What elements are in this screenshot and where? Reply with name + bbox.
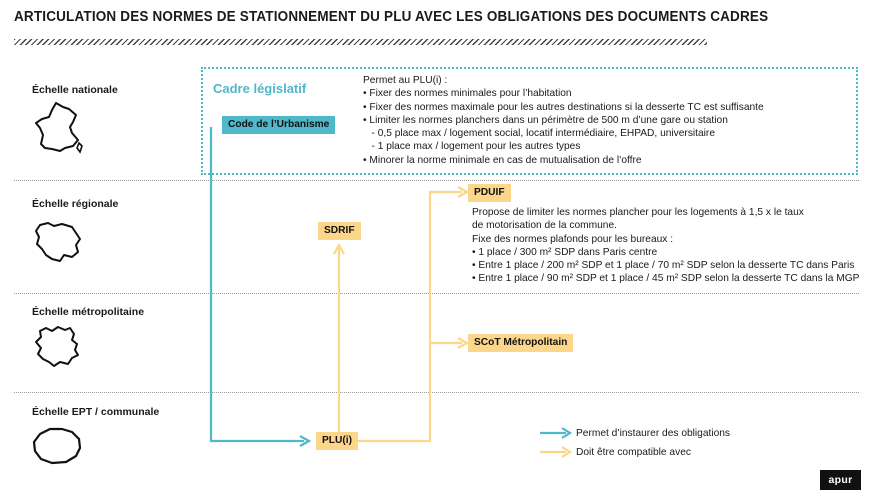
legend-teal-label: Permet d’instaurer des obligations [576,428,731,439]
cadre-line: • Fixer des normes maximale pour les aut… [363,101,764,113]
pduif-line: Fixe des normes plafonds pour les bureau… [472,233,674,245]
cadre-line: • Limiter les normes planchers dans un p… [363,114,728,126]
cadre-line: • Fixer des normes minimales pour l’habi… [363,88,572,100]
legend-teal-arrowhead [561,427,573,439]
pduif-line: • Entre 1 place / 200 m² SDP et 1 place … [472,260,855,272]
scale-label-regionale: Échelle régionale [32,198,119,210]
cadre-line: - 0,5 place max / logement social, locat… [363,128,715,140]
yellow-arrowhead [333,242,345,255]
scale-label-nationale: Échelle nationale [32,84,118,96]
row-separator [14,180,859,181]
teal-arrowhead [299,435,312,447]
node-sdrif: SDRIF [318,222,361,240]
title-underline-hatch [14,39,707,45]
cadre-line: • Minorer la norme minimale en cas de mu… [363,154,642,166]
node-scot-metropolitain: SCoT Métropolitain [468,334,574,352]
row-separator [14,293,859,294]
cadre-text: Permet au PLU(i) : • Fixer des normes mi… [363,74,764,167]
teal-arrow-code-to-plu [209,127,304,443]
apur-logo: apur [820,470,861,490]
cadre-legislatif-title: Cadre législatif [213,81,307,96]
pduif-line: Propose de limiter les normes plancher p… [472,207,804,218]
cadre-legislatif-box [201,67,858,175]
row-separator [14,392,859,393]
yellow-arrowhead [457,337,470,349]
scale-label-communale: Échelle EPT / communale [32,406,160,418]
legend-yellow-arrowhead [561,446,573,458]
page-title: ARTICULATION DES NORMES DE STATIONNEMENT… [14,9,769,25]
node-pduif: PDUIF [468,184,511,202]
metropole-map-icon [35,326,79,367]
yellow-arrow-plu-to-pduif [356,190,462,443]
pduif-line: • 1 place / 300 m² SDP dans Paris centre [472,246,658,258]
yellow-arrowhead [457,186,470,198]
cadre-intro: Permet au PLU(i) : [363,75,448,86]
pduif-line: de motorisation de la commune. [472,220,617,232]
paris-map-icon [32,427,82,465]
node-code-urbanisme: Code de l’Urbanisme [222,116,336,134]
ile-de-france-map-icon [35,222,81,262]
legend-yellow-label: Doit être compatible avec [576,447,691,458]
cadre-line: - 1 place max / logement pour les autres… [363,141,581,153]
node-plu: PLU(i) [316,432,358,450]
scale-label-metropolitaine: Échelle métropolitaine [32,306,145,318]
france-map-icon [35,102,83,154]
pduif-text: Propose de limiter les normes plancher p… [472,206,859,286]
pduif-line: • Entre 1 place / 90 m² SDP et 1 place /… [472,273,860,285]
